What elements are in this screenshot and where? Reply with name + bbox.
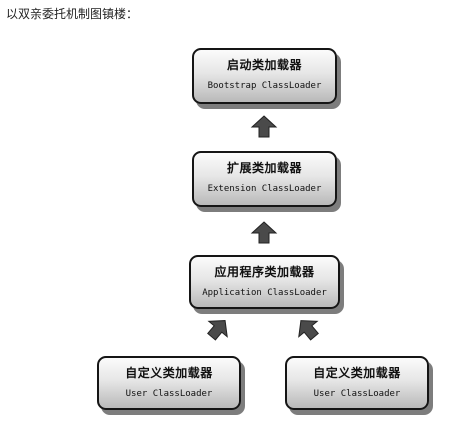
bootstrap-classloader-node: 启动类加载器 Bootstrap ClassLoader — [192, 48, 337, 104]
node-subtitle: User ClassLoader — [313, 389, 401, 399]
node-title: 扩展类加载器 — [226, 161, 302, 175]
node-subtitle: User ClassLoader — [125, 389, 213, 399]
arrow-user2-to-application — [298, 320, 319, 341]
user-classloader-node-1: 自定义类加载器 User ClassLoader — [97, 356, 241, 410]
caption-text: 以双亲委托机制图镇楼： — [6, 7, 139, 21]
arrow-extension-to-bootstrap — [250, 115, 278, 138]
node-title: 应用程序类加载器 — [214, 265, 315, 279]
arrow-user1-to-application — [207, 320, 228, 341]
node-title: 自定义类加载器 — [125, 366, 213, 380]
node-subtitle: Application ClassLoader — [202, 288, 327, 298]
application-classloader-node: 应用程序类加载器 Application ClassLoader — [189, 255, 340, 309]
node-title: 启动类加载器 — [226, 58, 302, 72]
user-classloader-node-2: 自定义类加载器 User ClassLoader — [285, 356, 429, 410]
arrow-application-to-extension — [250, 221, 278, 244]
extension-classloader-node: 扩展类加载器 Extension ClassLoader — [192, 151, 337, 207]
node-subtitle: Extension ClassLoader — [207, 184, 322, 194]
node-subtitle: Bootstrap ClassLoader — [207, 81, 322, 91]
node-title: 自定义类加载器 — [313, 366, 401, 380]
